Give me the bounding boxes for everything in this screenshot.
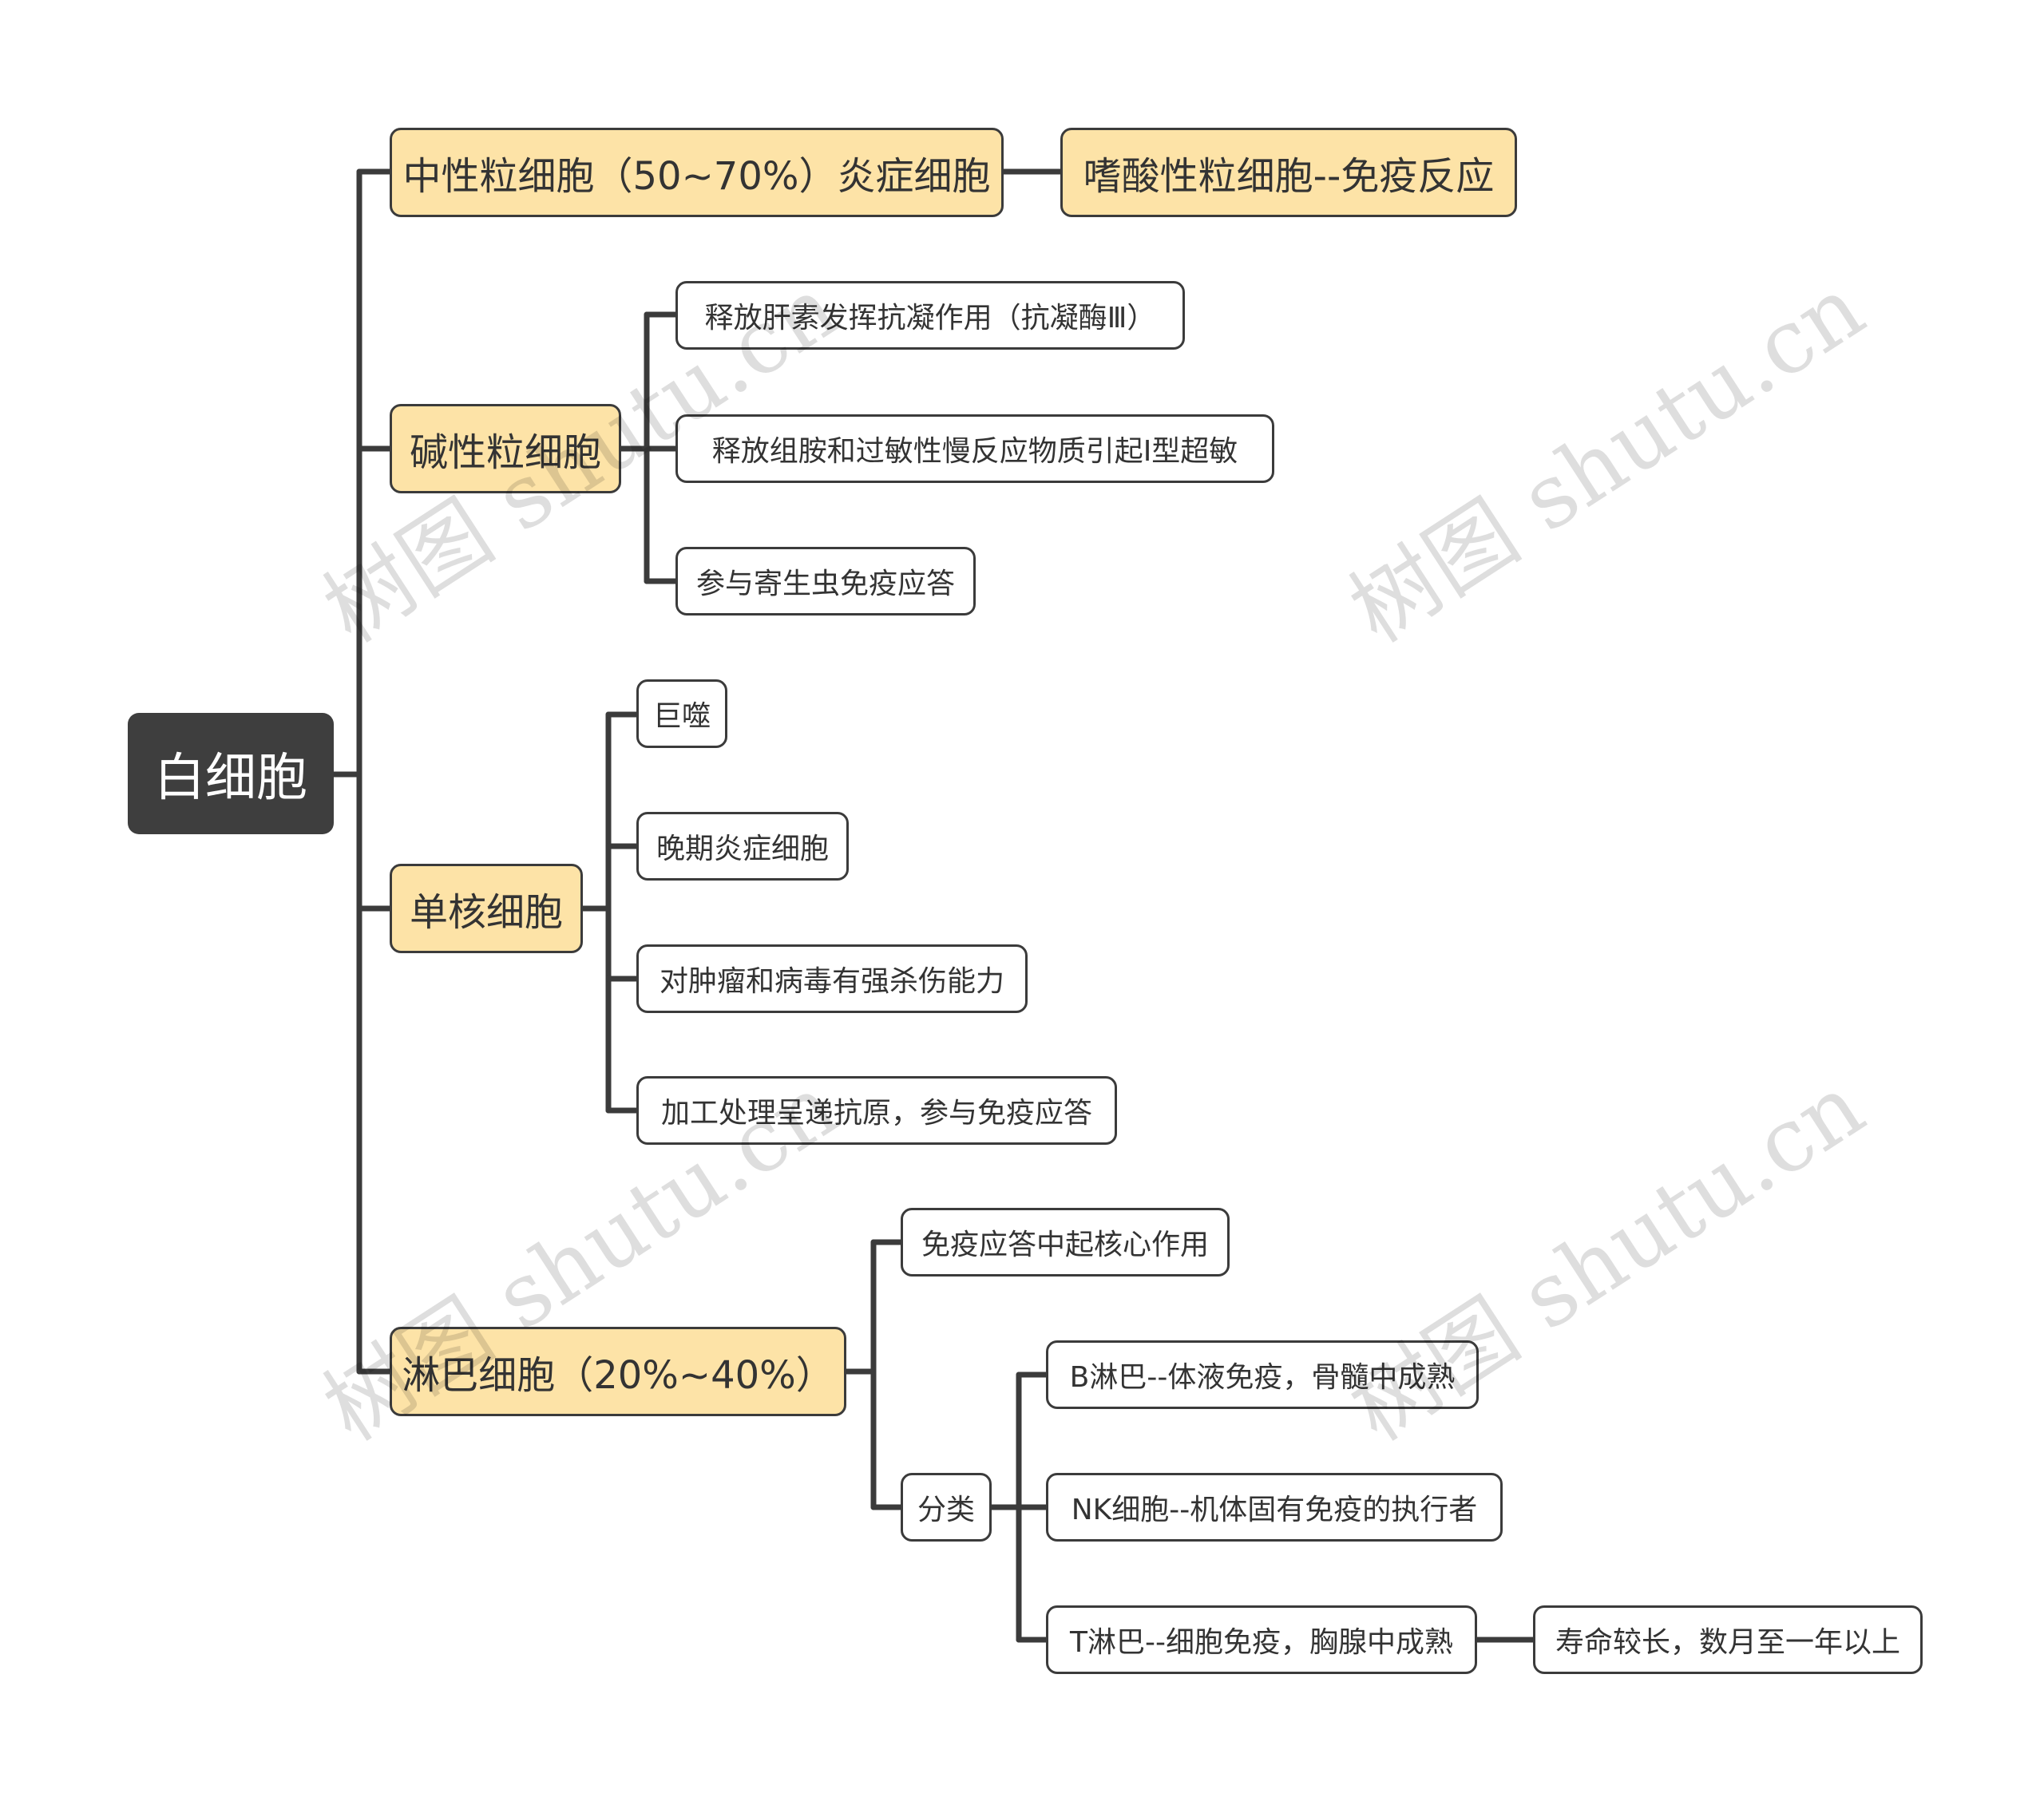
monocyte-item-macrophage[interactable]: 巨噬 — [636, 679, 727, 748]
lymphocyte-item-label: 分类 — [917, 1494, 975, 1526]
lymphocyte-item-core-role[interactable]: 免疫应答中起核心作用 — [901, 1208, 1230, 1277]
root-label: 白细胞 — [154, 749, 307, 808]
branch-eosinophil-label: 嗜酸性粒细胞--免疫反应 — [1083, 154, 1495, 199]
basophil-item-parasite[interactable]: 参与寄生虫免疫应答 — [675, 547, 976, 615]
class-item-label: T淋巴--细胞免疫，胸腺中成熟 — [1070, 1626, 1453, 1659]
class-item-label: NK细胞--机体固有免疫的执行者 — [1071, 1494, 1478, 1526]
t-cell-lifespan-note[interactable]: 寿命较长，数月至一年以上 — [1533, 1605, 1923, 1674]
basophil-item-histamine[interactable]: 释放组胺和过敏性慢反应物质引起Ⅰ型超敏 — [675, 414, 1274, 483]
lymphocyte-item-classification[interactable]: 分类 — [901, 1473, 992, 1542]
class-nk-cell[interactable]: NK细胞--机体固有免疫的执行者 — [1046, 1473, 1503, 1542]
basophil-item-heparin[interactable]: 释放肝素发挥抗凝作用（抗凝酶Ⅲ） — [675, 281, 1185, 350]
basophil-item-label: 参与寄生虫免疫应答 — [695, 568, 955, 600]
lymphocyte-item-label: 免疫应答中起核心作用 — [921, 1229, 1209, 1261]
branch-neutrophil-label: 中性粒细胞（50~70%）炎症细胞 — [402, 154, 991, 199]
monocyte-item-late-inflammation[interactable]: 晚期炎症细胞 — [636, 812, 849, 881]
branch-eosinophil[interactable]: 嗜酸性粒细胞--免疫反应 — [1060, 128, 1517, 217]
class-t-lymphocyte[interactable]: T淋巴--细胞免疫，胸腺中成熟 — [1046, 1605, 1477, 1674]
t-cell-note-label: 寿命较长，数月至一年以上 — [1555, 1626, 1900, 1659]
branch-basophil[interactable]: 碱性粒细胞 — [390, 404, 621, 493]
class-b-lymphocyte[interactable]: B淋巴--体液免疫，骨髓中成熟 — [1046, 1340, 1479, 1409]
monocyte-item-label: 加工处理呈递抗原，参与免疫应答 — [660, 1097, 1092, 1130]
branch-lymphocyte[interactable]: 淋巴细胞（20%~40%） — [390, 1327, 846, 1416]
monocyte-item-label: 对肿瘤和病毒有强杀伤能力 — [659, 965, 1004, 998]
basophil-item-label: 释放组胺和过敏性慢反应物质引起Ⅰ型超敏 — [711, 435, 1238, 468]
branch-basophil-label: 碱性粒细胞 — [409, 430, 601, 475]
branch-lymphocyte-label: 淋巴细胞（20%~40%） — [402, 1353, 834, 1398]
basophil-item-label: 释放肝素发挥抗凝作用（抗凝酶Ⅲ） — [704, 302, 1156, 334]
branch-neutrophil[interactable]: 中性粒细胞（50~70%）炎症细胞 — [390, 128, 1004, 217]
monocyte-item-label: 晚期炎症细胞 — [656, 833, 829, 865]
branch-monocyte-label: 单核细胞 — [409, 890, 563, 935]
monocyte-item-antigen[interactable]: 加工处理呈递抗原，参与免疫应答 — [636, 1076, 1117, 1145]
class-item-label: B淋巴--体液免疫，骨髓中成熟 — [1069, 1361, 1456, 1394]
monocyte-item-label: 巨噬 — [652, 700, 711, 733]
root-node[interactable]: 白细胞 — [128, 713, 334, 834]
branch-monocyte[interactable]: 单核细胞 — [390, 864, 583, 953]
monocyte-item-tumor-virus[interactable]: 对肿瘤和病毒有强杀伤能力 — [636, 944, 1028, 1013]
